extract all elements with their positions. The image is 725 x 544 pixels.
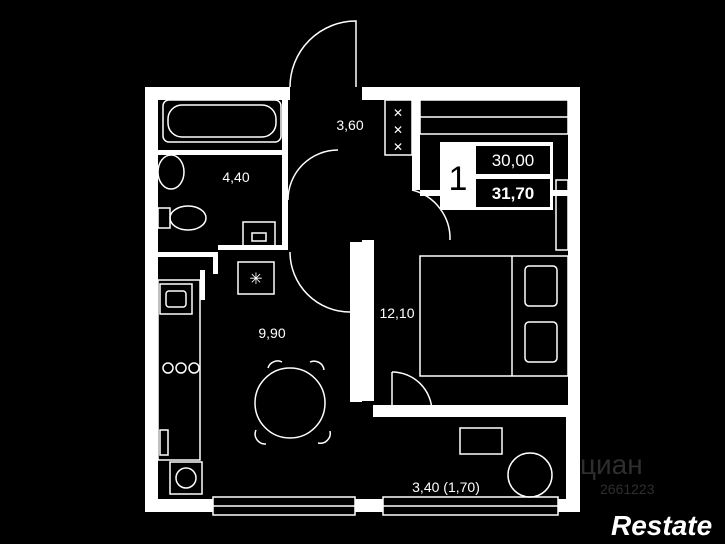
total-area: 31,70 (492, 184, 535, 203)
double-bed-icon (419, 255, 569, 377)
watermark-listing-id: 2661223 (600, 481, 655, 497)
svg-text:✕: ✕ (393, 106, 403, 120)
toilet-icon (169, 205, 207, 231)
svg-text:✕: ✕ (393, 140, 403, 154)
svg-text:✕: ✕ (393, 123, 403, 137)
bedroom-door-swing (411, 189, 451, 241)
washer-icon (169, 461, 203, 495)
outer-walls (145, 87, 580, 512)
restate-logo: Restate (611, 510, 712, 541)
balcony-chair-icon (507, 452, 553, 498)
balcony-door-swing (391, 371, 433, 413)
bathroom-area-label: 4,40 (222, 169, 249, 185)
balcony-area-label: 3,40 (1,70) (412, 479, 480, 495)
washing-machine-icon (242, 221, 276, 247)
dining-table-icon (254, 367, 326, 439)
living-area: 30,00 (492, 151, 535, 170)
hall-area-label: 3,60 (336, 117, 363, 133)
fridge-icon (237, 261, 275, 295)
cian-watermark: циан 2661223 (580, 449, 655, 497)
entrance-door-swing (289, 20, 357, 88)
windows (212, 99, 569, 516)
room-count: 1 (449, 160, 468, 198)
apartment-badge: 1 30,00 31,70 (440, 142, 553, 210)
fixtures: ✕ ✕ ✕ ✳ (157, 99, 569, 498)
balcony-table-icon (459, 427, 503, 455)
logo-text: Restate (611, 510, 712, 541)
bathtub-icon (162, 99, 282, 143)
kitchen-counter-icon (157, 279, 201, 461)
kitchen-area-label: 9,90 (258, 325, 285, 341)
door-swings (287, 20, 451, 413)
svg-text:✳: ✳ (249, 271, 262, 288)
kitchen-door-swing (289, 251, 351, 313)
stove-icon (384, 99, 413, 156)
sink-icon (157, 154, 185, 190)
bedroom-area-label: 12,10 (379, 305, 414, 321)
kitchen-sink-icon (159, 283, 193, 315)
bathroom-door-swing (287, 149, 339, 201)
watermark-brand: циан (580, 449, 643, 480)
